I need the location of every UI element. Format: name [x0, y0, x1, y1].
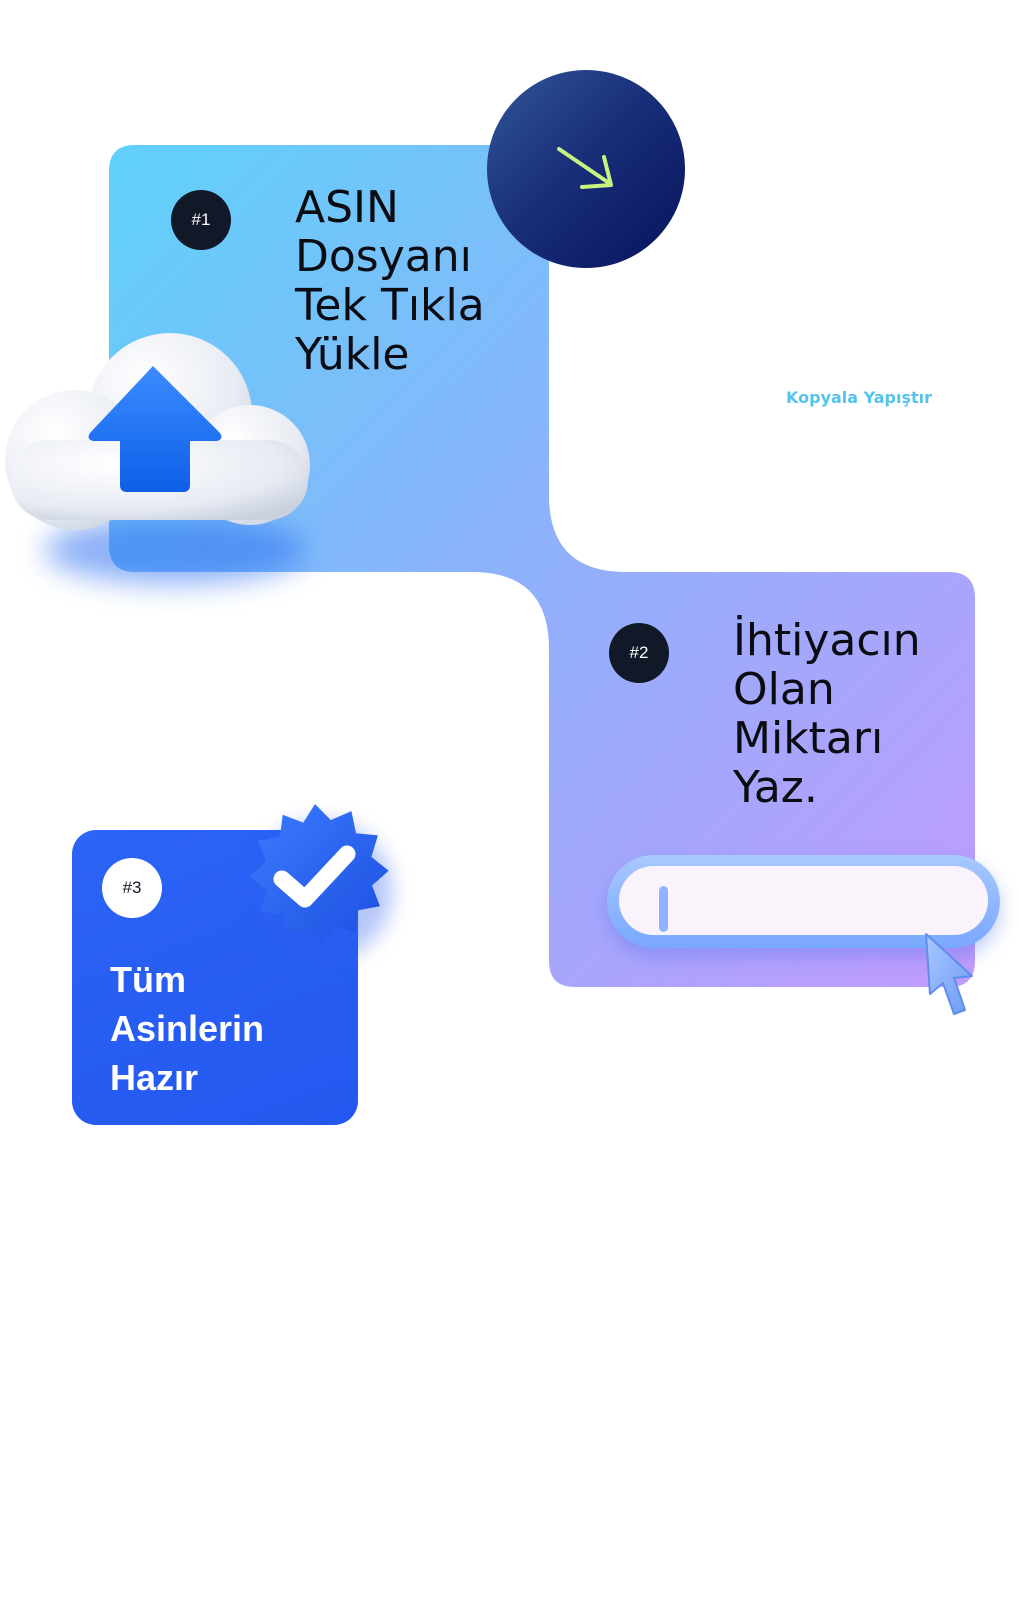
tagline: Kopyala Yapıştır: [786, 388, 933, 407]
step-1-title-line-3: Tek Tıkla: [295, 280, 485, 331]
step-1-title-line-1: ASIN: [295, 182, 399, 233]
step-2-title-line-3: Miktarı: [733, 713, 884, 764]
verified-badge-icon: [249, 804, 392, 961]
mouse-cursor-icon: [925, 933, 973, 1015]
step-2-title-line-1: İhtiyacın: [733, 615, 921, 666]
step-1-title-line-4: Yükle: [295, 329, 410, 380]
text-caret: [659, 886, 668, 932]
search-bar-field: [619, 866, 988, 935]
step-1-title-line-2: Dosyanı: [295, 231, 472, 282]
step-3-title: Tüm Asinlerin Hazır: [110, 955, 264, 1102]
step-2-title: İhtiyacın Olan Miktarı Yaz.: [733, 616, 921, 812]
step-1-badge: #1: [171, 190, 231, 250]
step-2-title-line-2: Olan: [733, 664, 835, 715]
step-3-card: #3 Tüm Asinlerin Hazır: [72, 830, 358, 1125]
cloud-upload-icon: [5, 333, 310, 584]
arrow-down-right-icon: [557, 147, 613, 189]
step-2-badge: #2: [609, 623, 669, 683]
step-3-title-line-2: Asinlerin: [110, 1008, 265, 1049]
step-1-number: #1: [191, 210, 211, 229]
step-2-number: #2: [629, 643, 649, 662]
search-bar-illustration: [607, 855, 1000, 948]
step-3-title-line-1: Tüm: [110, 959, 186, 1000]
step-3-title-line-3: Hazır: [110, 1057, 199, 1098]
step-3-badge: #3: [102, 858, 162, 918]
step-3-number: #3: [122, 878, 142, 897]
next-step-button[interactable]: [487, 70, 685, 268]
step-1-title: ASIN Dosyanı Tek Tıkla Yükle: [295, 183, 485, 379]
step-2-title-line-4: Yaz.: [733, 762, 818, 813]
